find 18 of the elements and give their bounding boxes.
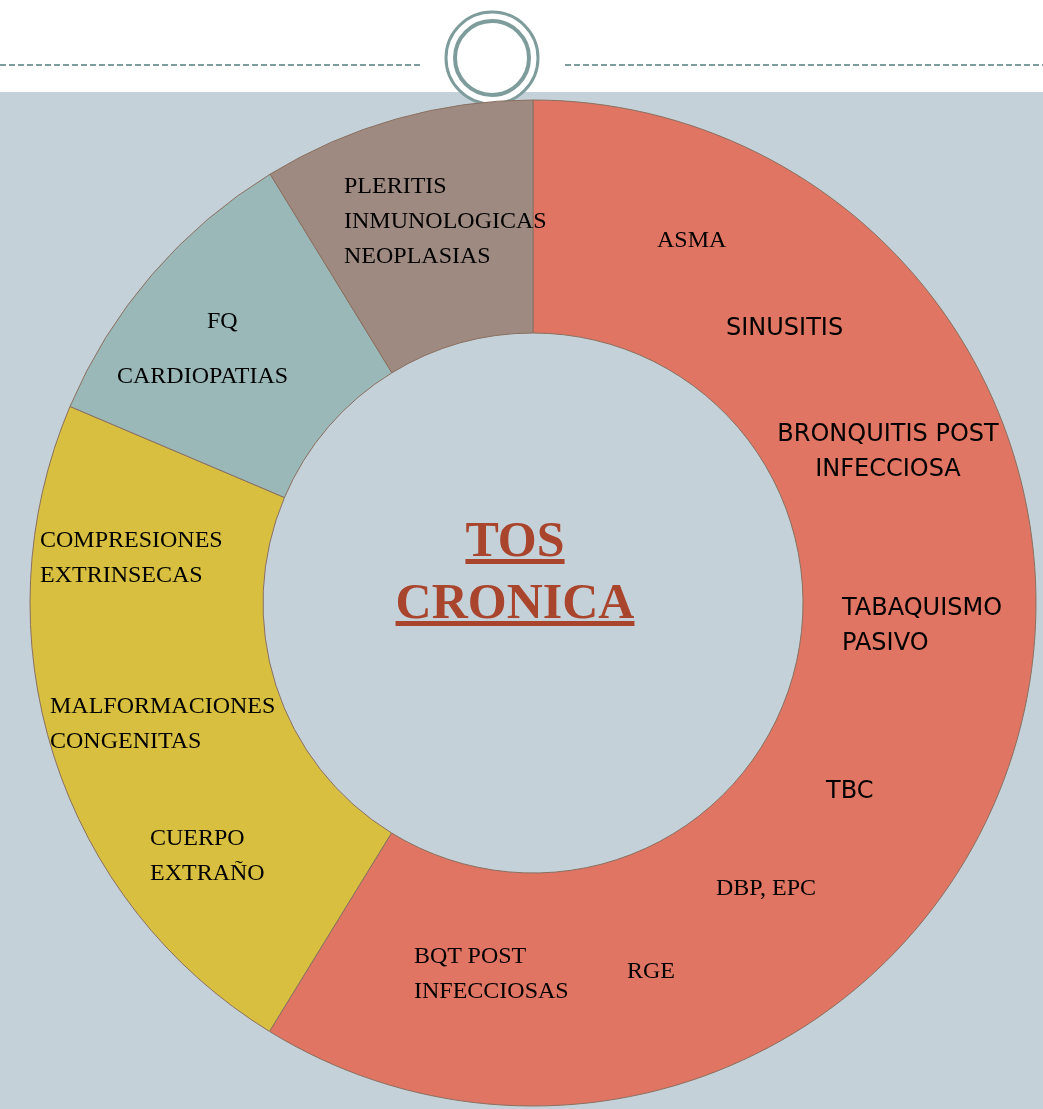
segment-label: COMPRESIONES EXTRINSECAS [40, 525, 224, 589]
segment-label: TABAQUISMO PASIVO [842, 592, 1004, 658]
segment-label: PLERITIS [344, 171, 447, 200]
segment-label: NEOPLASIAS [344, 241, 491, 270]
segment-label: DBP, EPC [716, 873, 817, 902]
segment-label: RGE [627, 956, 675, 985]
segment-label: BRONQUITIS POST INFECCIOSA [776, 418, 1000, 484]
segment-label: SINUSITIS [726, 312, 844, 343]
segment-label: CUERPO EXTRAÑO [150, 823, 265, 887]
center-title: TOS CRONICA [394, 510, 636, 631]
donut-segment [29, 405, 392, 1032]
segment-label: BQT POST INFECCIOSAS [414, 941, 569, 1005]
segment-label: ASMA [657, 225, 727, 254]
segment-label: INMUNOLOGICAS [344, 206, 547, 235]
segment-label: MALFORMACIONES CONGENITAS [50, 691, 277, 755]
segment-label: CARDIOPATIAS [117, 361, 289, 390]
segment-label: TBC [826, 775, 874, 806]
segment-label: FQ [207, 306, 238, 335]
